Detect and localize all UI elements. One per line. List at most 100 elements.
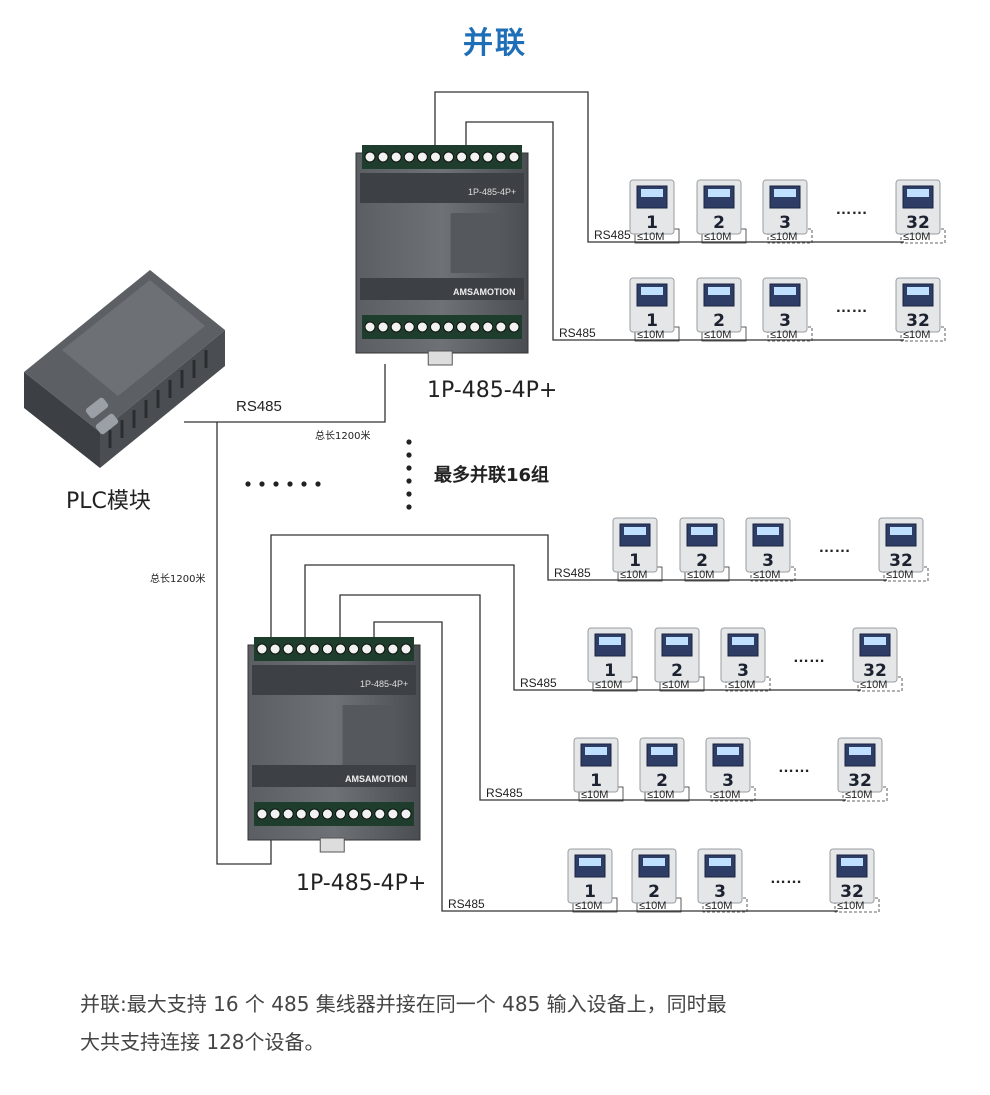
meter-number: 32 xyxy=(906,213,930,233)
meter-device: 2 xyxy=(679,517,725,573)
hub-top-terminal-block xyxy=(362,145,522,169)
terminal-screw xyxy=(295,643,307,655)
terminal-screw xyxy=(390,321,402,333)
trunk-wire-to-hub2 xyxy=(216,422,272,865)
hub-model-label-top: 1P-485-4P+ xyxy=(427,378,558,403)
group-dot xyxy=(406,478,412,484)
total-length-label-left: 总长1200米 xyxy=(150,574,206,585)
plc-db9-port xyxy=(95,413,119,435)
hub-bottom-rail xyxy=(252,765,416,787)
hub-model-print: 1P-485-4P+ xyxy=(468,187,516,197)
hub-bottom-rail xyxy=(360,278,524,300)
meter-screen xyxy=(651,747,673,755)
meter-screen xyxy=(579,858,601,866)
terminal-screw xyxy=(429,151,441,163)
plc-front-face xyxy=(24,372,100,468)
terminal-screw xyxy=(348,643,360,655)
meter-device: 2 xyxy=(639,737,685,793)
terminal-screw xyxy=(374,808,386,820)
terminal-screw xyxy=(269,808,281,820)
meter-screen xyxy=(774,189,796,197)
meter-screen xyxy=(599,637,621,645)
hub-top-rail xyxy=(252,665,416,695)
meter-screen xyxy=(641,189,663,197)
cable-length-label: ≤10M xyxy=(860,679,887,691)
meter-device: 2 xyxy=(654,627,700,683)
cable-length-label: ≤10M xyxy=(837,900,864,912)
cable-length-label: ≤10M xyxy=(705,900,732,912)
meter-device: 1 xyxy=(629,179,675,235)
branch-bus-label: RS485 xyxy=(520,676,557,690)
terminal-screw xyxy=(256,643,268,655)
cable-length-label: ≤10M xyxy=(704,329,731,341)
terminal-screw xyxy=(456,151,468,163)
terminal-screw xyxy=(429,321,441,333)
meter-device: 3 xyxy=(762,179,808,235)
hub-din-clip xyxy=(319,837,345,853)
group-dot xyxy=(406,465,412,471)
meter-screen xyxy=(849,747,871,755)
meter-number: 2 xyxy=(671,661,683,681)
terminal-screw xyxy=(416,151,428,163)
meter-device: 1 xyxy=(573,737,619,793)
meter-device: 2 xyxy=(631,848,677,904)
branch-bus-wire xyxy=(339,594,846,801)
hub-bottom-terminal-block xyxy=(362,315,522,339)
hub-window xyxy=(450,213,503,273)
terminal-screw xyxy=(348,808,360,820)
cable-length-label: ≤10M xyxy=(903,329,930,341)
terminal-screw xyxy=(495,321,507,333)
wire-layer xyxy=(184,91,946,913)
cable-length-label: ≤10M xyxy=(595,679,622,691)
terminal-screw xyxy=(403,321,415,333)
terminal-screw xyxy=(400,808,412,820)
meter-number: 3 xyxy=(779,311,791,331)
terminal-screw xyxy=(469,321,481,333)
meter-screen xyxy=(717,747,739,755)
plc-module-label: PLC模块 xyxy=(66,489,151,514)
meter-screen xyxy=(691,527,713,535)
meter-number: 1 xyxy=(604,661,616,681)
meter-number: 1 xyxy=(590,771,602,791)
cable-length-label: ≤10M xyxy=(770,231,797,243)
caption: 并联:最大支持 16 个 485 集线器并接在同一个 485 输入设备上，同时最… xyxy=(80,985,930,1061)
cable-length-label: ≤10M xyxy=(903,231,930,243)
hub-model-label-bottom: 1P-485-4P+ xyxy=(296,871,427,896)
meter-screen xyxy=(907,287,929,295)
max-groups-label: 最多并联16组 xyxy=(434,465,550,486)
hub-top-terminal-block xyxy=(254,637,414,661)
terminal-screw xyxy=(443,321,455,333)
meter-number: 3 xyxy=(762,551,774,571)
text-layer: RS485≤10M≤10M≤10M≤10M……RS485≤10M≤10M≤10M… xyxy=(245,201,930,912)
meter-number: 32 xyxy=(906,311,930,331)
hub-ellipsis-dot xyxy=(259,481,265,487)
meter-screen xyxy=(709,858,731,866)
meter-screen xyxy=(708,189,730,197)
hub-window xyxy=(342,705,395,765)
meter-device: 1 xyxy=(612,517,658,573)
meter-device: 32 xyxy=(895,277,941,333)
terminal-screw xyxy=(387,643,399,655)
hub-brand-print: AMSAMOTION xyxy=(345,774,408,784)
meter-number: 3 xyxy=(722,771,734,791)
meter-screen xyxy=(708,287,730,295)
terminal-screw xyxy=(295,808,307,820)
cable-length-label: ≤10M xyxy=(845,789,872,801)
terminal-screw xyxy=(403,151,415,163)
meter-number: 3 xyxy=(714,882,726,902)
group-dot xyxy=(406,452,412,458)
branch-bus-wire xyxy=(304,564,861,691)
terminal-screw xyxy=(416,321,428,333)
plc-module xyxy=(24,270,225,468)
plc-db9-port xyxy=(85,397,109,419)
cable-length-label: ≤10M xyxy=(886,569,913,581)
device-ellipsis: …… xyxy=(836,299,868,316)
meter-number: 1 xyxy=(629,551,641,571)
group-dot xyxy=(406,491,412,497)
terminal-screw xyxy=(269,643,281,655)
terminal-screw xyxy=(495,151,507,163)
meter-device: 32 xyxy=(837,737,883,793)
terminal-screw xyxy=(377,321,389,333)
cable-length-label: ≤10M xyxy=(647,789,674,801)
hub-top-rail xyxy=(360,173,524,203)
